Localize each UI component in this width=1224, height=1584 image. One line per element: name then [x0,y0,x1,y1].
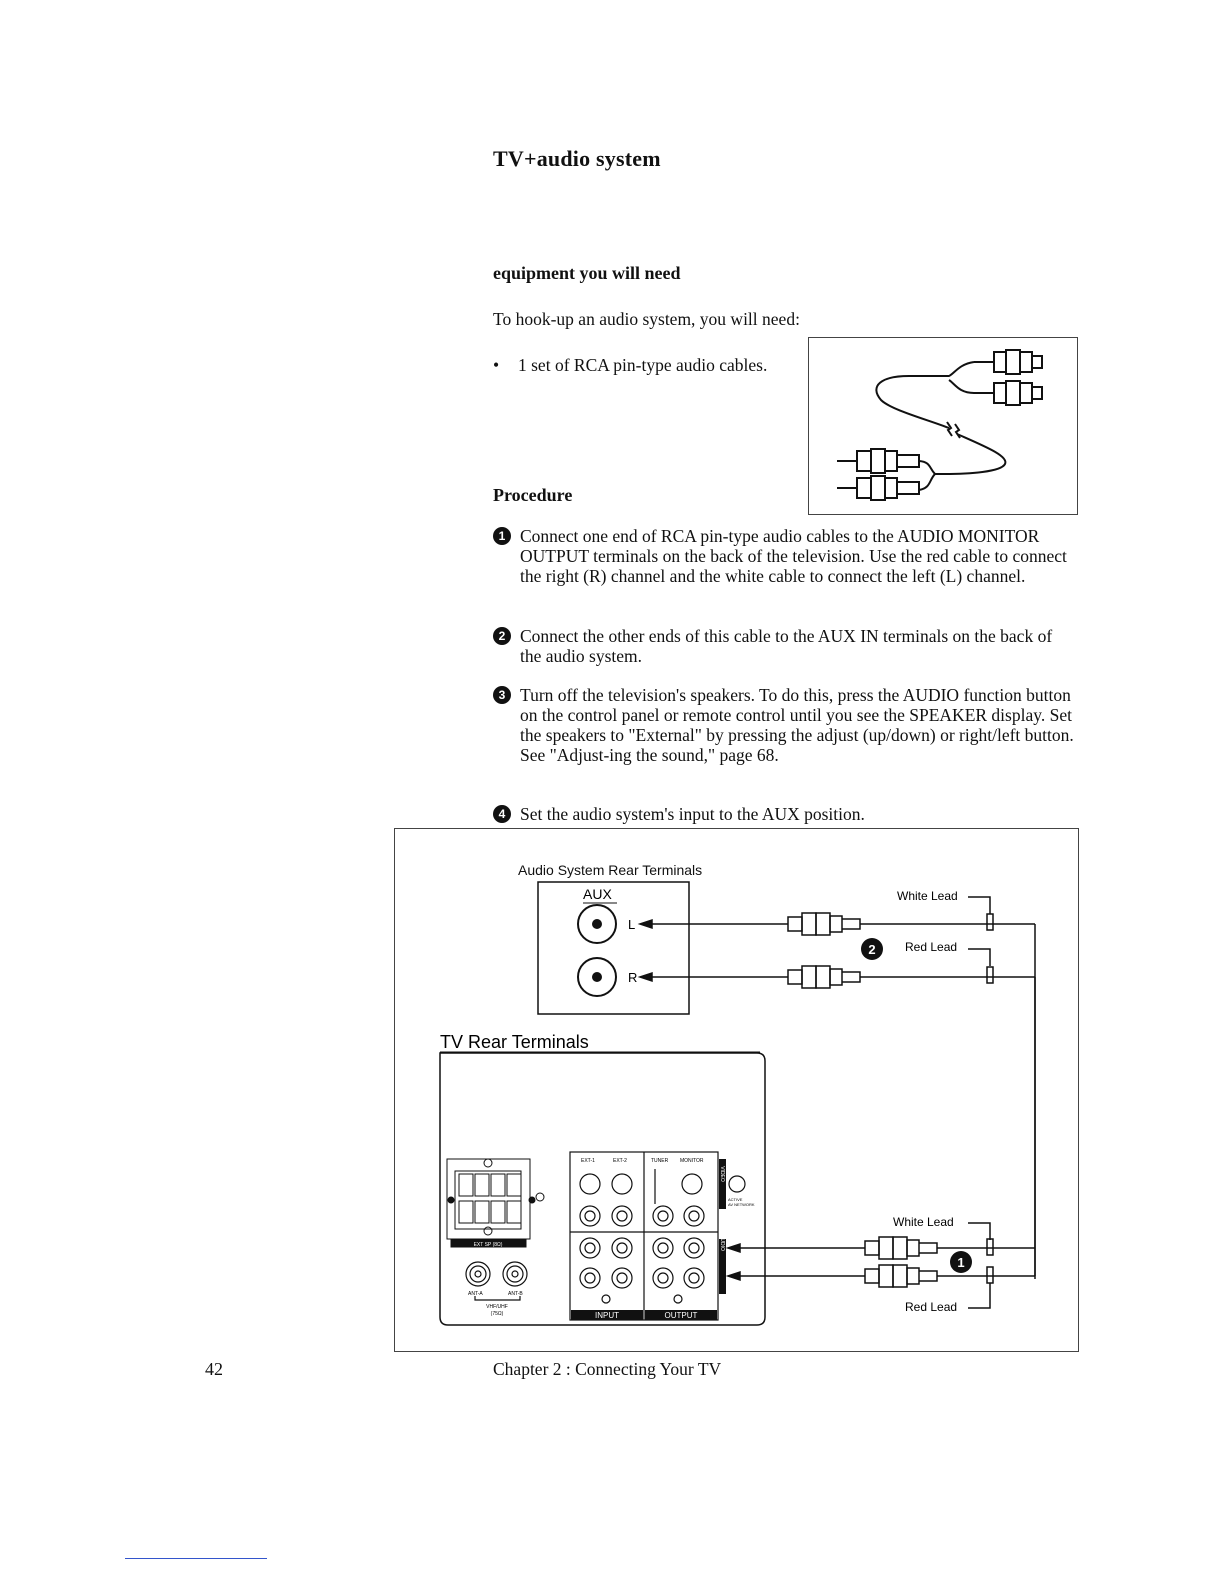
section-heading: equipment you will need [493,263,681,283]
bullet-icon: • [493,355,500,375]
ant-b-label: ANT-B [508,1291,523,1297]
step-number-2: 2 [493,627,511,645]
l-label: L [628,917,635,932]
page-number: 42 [205,1359,223,1379]
aux-label: AUX [583,886,612,902]
ant-a-label: ANT-A [468,1291,483,1297]
monitor-label: MONITOR [680,1158,704,1164]
av-terminal-block [569,1151,746,1321]
step-text-2: Connect the other ends of this cable to … [520,626,1053,666]
ohm75-label: (75Ω) [491,1311,504,1317]
procedure-heading: Procedure [493,485,573,505]
rca-cable-icon [837,349,1043,501]
red-lead-label-bottom: Red Lead [905,1300,957,1314]
tv-rear-panel [439,1052,766,1326]
procedure-step-4: 4 Set the audio system's input to the AU… [493,804,1083,826]
step-text-1: Connect one end of RCA pin-type audio ca… [520,526,1067,586]
procedure-step-3: 3 Turn off the television's speakers. To… [493,685,1083,785]
step-number-1: 1 [493,527,511,545]
aux-l-jack [577,904,617,944]
ext-sp-terminals [446,1158,545,1248]
audio-strip [719,1239,726,1294]
step-1-marker: 1 [950,1251,972,1273]
r-label: R [628,970,637,985]
procedure-step-2: 2 Connect the other ends of this cable t… [493,626,1083,668]
active-label: ACTIVE [728,1197,743,1202]
step-number-4: 4 [493,805,511,823]
ext-sp-label: EXT SP (8Ω) [474,1242,503,1248]
audio-system-panel [537,881,690,1015]
tuner-label: TUNER [651,1158,669,1164]
white-lead-label-top: White Lead [897,889,958,903]
svg-text:1: 1 [957,1255,964,1270]
step-text-3: Turn off the television's speakers. To d… [520,685,1074,765]
bottom-divider [125,1558,267,1559]
svg-text:2: 2 [868,942,875,957]
step-number-3: 3 [493,686,511,704]
output-label: OUTPUT [665,1311,698,1320]
chapter-footer: Chapter 2 : Connecting Your TV [493,1359,722,1379]
input-label: INPUT [595,1311,619,1320]
equipment-text: 1 set of RCA pin-type audio cables. [518,355,768,375]
red-lead-label-top: Red Lead [905,940,957,954]
procedure-step-1: 1 Connect one end of RCA pin-type audio … [493,526,1083,606]
intro-text: To hook-up an audio system, you will nee… [493,309,800,329]
vhf-uhf-label: VHF/UHF [486,1304,508,1310]
video-vertical-label: VIDEO [719,1166,725,1182]
audio-vertical-label: AUDIO [719,1235,725,1251]
connection-diagram: Audio System Rear Terminals AUX L R [394,828,1079,1352]
audio-system-label: Audio System Rear Terminals [518,862,702,878]
ext2-label: EXT-2 [613,1158,627,1164]
aux-r-jack [577,957,617,997]
cable-illustration [808,337,1078,515]
connection-diagram-svg: Audio System Rear Terminals AUX L R [439,862,1036,1326]
page-title: TV+audio system [493,146,661,171]
tv-rear-label: TV Rear Terminals [440,1032,589,1052]
ext1-label: EXT-1 [581,1158,595,1164]
step-2-marker: 2 [861,938,883,960]
white-lead-label-bottom: White Lead [893,1215,954,1229]
video-strip [719,1159,726,1209]
step-text-4: Set the audio system's input to the AUX … [520,804,865,824]
antenna-jacks [465,1261,528,1301]
av-network-label: AV NETWORK [728,1202,755,1207]
